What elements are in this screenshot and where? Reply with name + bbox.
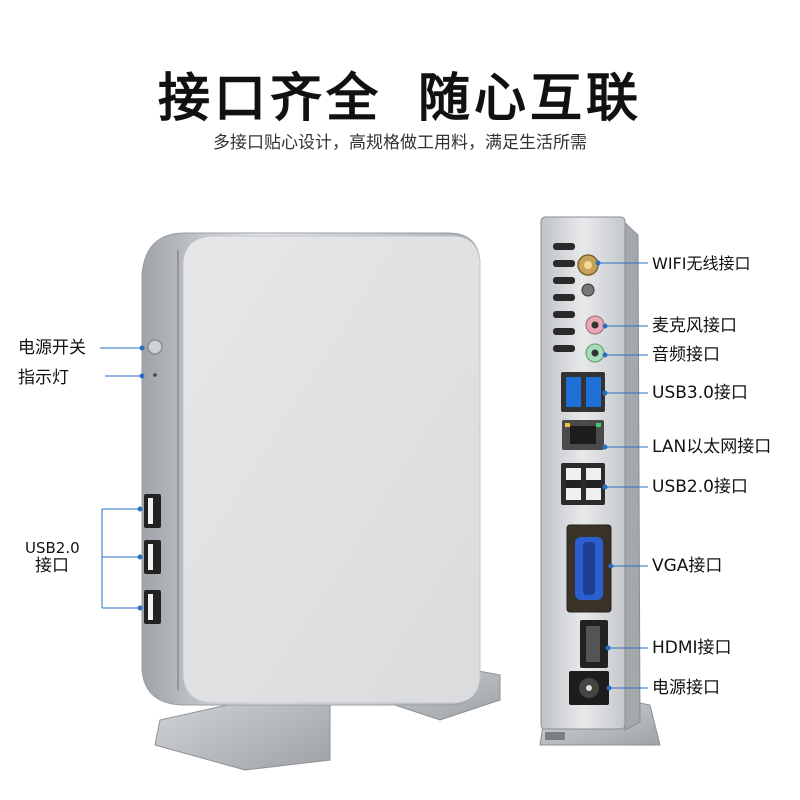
dc-power-port-icon[interactable] — [569, 671, 609, 705]
title-part-1: 接口齐全 — [157, 69, 382, 129]
mic-jack-icon[interactable] — [585, 315, 605, 335]
label-usb2: USB2.0接口 — [652, 477, 748, 497]
label-front-usb-line1: USB2.0 — [25, 539, 80, 557]
indicator-light-icon — [153, 373, 157, 377]
wifi-antenna-icon[interactable] — [577, 254, 599, 276]
label-power-port: 电源接口 — [652, 678, 720, 698]
page-title: 接口齐全随心互联 — [0, 56, 800, 131]
front-usb-ports — [144, 494, 161, 624]
label-audio: 音频接口 — [652, 345, 720, 365]
vent-slots — [553, 243, 575, 352]
label-front-usb-line2: 接口 — [35, 556, 69, 576]
label-indicator-light: 指示灯 — [18, 368, 69, 388]
title-part-2: 随心互联 — [418, 69, 643, 129]
page-subtitle: 多接口贴心设计，高规格做工用料，满足生活所需 — [213, 133, 587, 153]
front-leader-lines — [100, 345, 145, 611]
rear-leader-lines — [595, 260, 648, 691]
audio-jack-icon[interactable] — [585, 343, 605, 363]
label-usb3: USB3.0接口 — [652, 383, 748, 403]
vga-port-icon[interactable] — [566, 524, 612, 613]
lan-port-icon[interactable] — [562, 420, 604, 450]
rear-usb3-ports[interactable] — [561, 372, 605, 412]
label-vga: VGA接口 — [652, 556, 723, 576]
power-button-icon[interactable] — [147, 339, 163, 355]
hdmi-port-icon[interactable] — [580, 620, 608, 668]
label-wifi: WIFI无线接口 — [652, 254, 751, 273]
label-lan: LAN以太网接口 — [652, 437, 772, 457]
chassis-top — [182, 235, 481, 704]
label-power-switch: 电源开关 — [18, 338, 86, 358]
kensington-lock-icon — [581, 283, 595, 297]
rear-device — [539, 216, 661, 746]
label-mic: 麦克风接口 — [652, 316, 737, 336]
front-device — [141, 232, 501, 771]
label-hdmi: HDMI接口 — [652, 638, 732, 658]
rear-usb2-ports[interactable] — [561, 463, 605, 505]
